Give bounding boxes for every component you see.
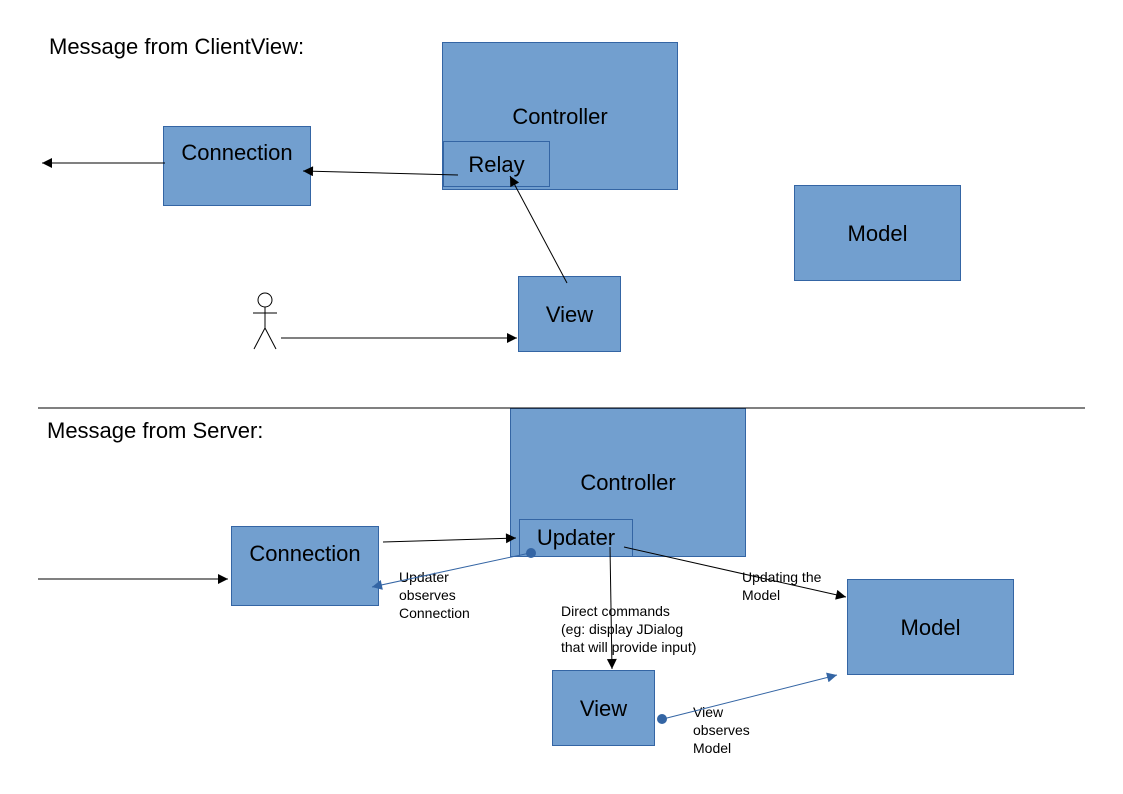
top-view-box[interactable]: View (518, 276, 621, 352)
bottom-connection-box[interactable]: Connection (231, 526, 379, 606)
relay-box[interactable]: Relay (443, 141, 550, 187)
top-section-title: Message from ClientView: (49, 34, 305, 59)
bottom-model-box[interactable]: Model (847, 579, 1014, 675)
bottom-controller-label: Controller (580, 470, 676, 495)
bottom-view-box[interactable]: View (552, 670, 655, 746)
top-controller-label: Controller (512, 104, 608, 129)
relay-label: Relay (468, 152, 525, 177)
note-updating-the-model: Updating the Model (742, 569, 822, 603)
observer-updater-connection (371, 552, 531, 590)
bottom-view-label: View (579, 696, 628, 721)
note-view-observes-model: View observes Model (693, 704, 750, 756)
arrow-view-to-relay (509, 175, 568, 284)
updater-label: Updater (536, 525, 616, 550)
top-connection-box[interactable]: Connection (163, 126, 311, 206)
arrow-relay-to-connection (302, 166, 459, 177)
arrow-updater-to-view (606, 546, 617, 670)
user-actor-icon (253, 292, 277, 350)
observer-dot-view (657, 714, 667, 724)
top-connection-label: Connection (181, 140, 293, 165)
bottom-connection-label: Connection (249, 541, 361, 566)
bottom-controller-box[interactable]: Controller Updater (510, 408, 746, 557)
arrow-connection-to-updater (382, 533, 517, 544)
bottom-model-label: Model (900, 615, 961, 640)
bottom-section-title: Message from Server: (47, 418, 264, 443)
top-model-label: Model (847, 221, 908, 246)
observer-view-model (662, 672, 838, 720)
updater-box[interactable]: Updater (519, 519, 633, 557)
top-controller-box[interactable]: Controller Relay (442, 42, 678, 190)
observer-dot-updater (526, 548, 536, 558)
top-view-label: View (545, 302, 594, 327)
arrow-updater-to-model (623, 546, 847, 600)
note-direct-commands: Direct commands (eg: display JDialog tha… (561, 603, 697, 655)
top-model-box[interactable]: Model (794, 185, 961, 281)
